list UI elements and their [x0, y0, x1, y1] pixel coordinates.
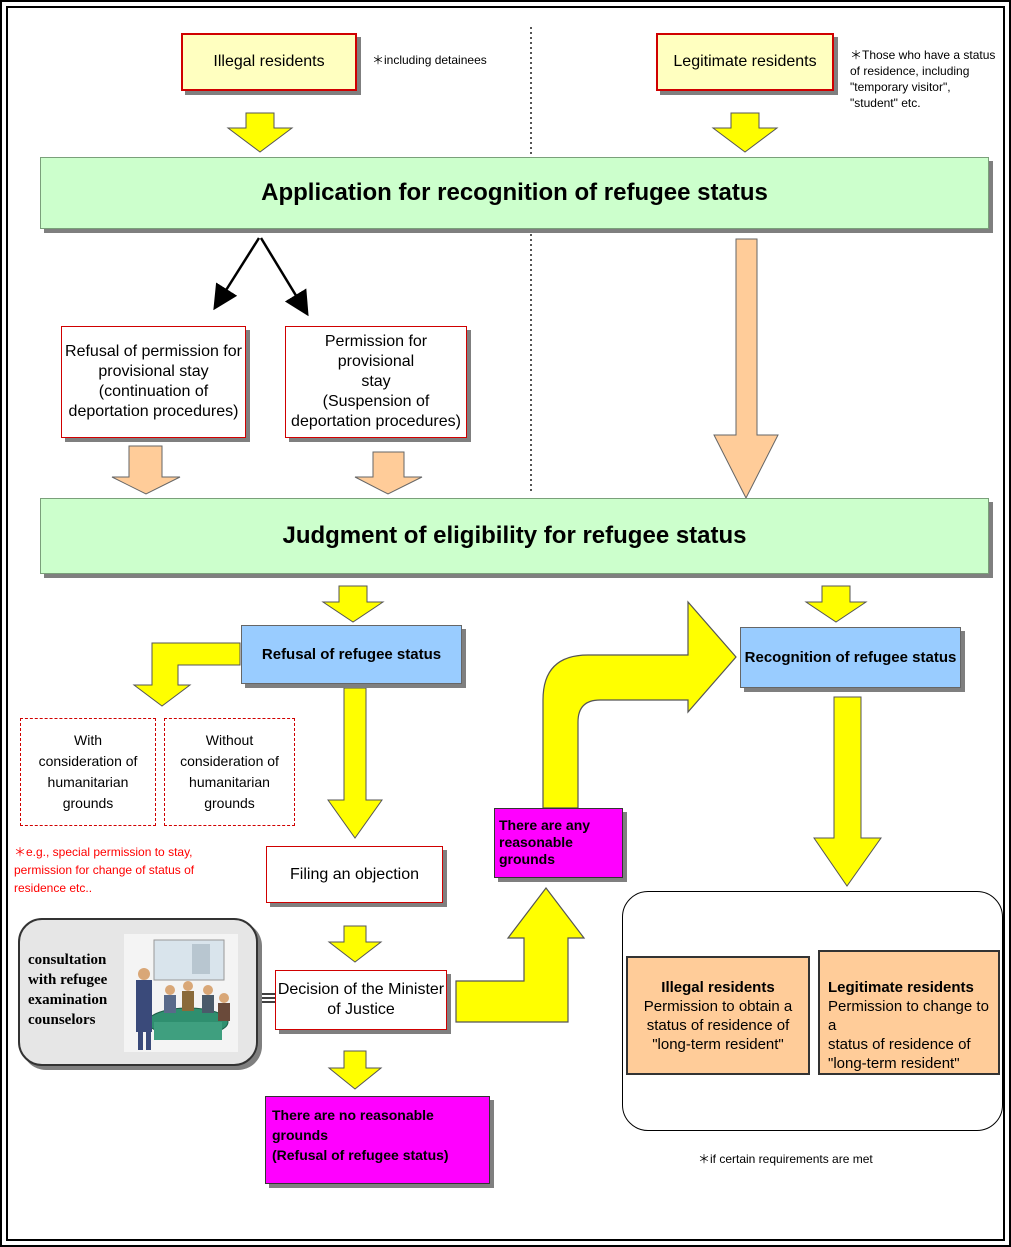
orange-arrow-left: [111, 445, 181, 495]
consultation-label: consultation with refugee examination co…: [28, 950, 128, 1030]
filing-objection-box: Filing an objection: [266, 846, 443, 903]
box-line: There are any: [499, 817, 591, 833]
box-line: Decision of the Minister: [277, 981, 445, 998]
box-line: Permission to change to a: [828, 998, 989, 1034]
note-line: permission for change of status of: [14, 863, 195, 877]
legitimate-residents-box: Legitimate residents: [656, 33, 834, 91]
note-line: "temporary visitor",: [850, 80, 951, 94]
down-arrow-legitimate: [711, 112, 779, 153]
box-line: Permission for provisional: [324, 333, 428, 370]
box-line: Without: [205, 732, 254, 748]
down-arrow-objection: [327, 687, 383, 839]
down-arrow-refusal: [321, 585, 385, 623]
box-line: With: [74, 732, 102, 748]
box-line: (continuation of: [98, 383, 209, 400]
box-line: consideration of: [180, 753, 279, 769]
box-line: provisional stay: [98, 363, 209, 380]
down-arrow-decision: [327, 925, 383, 963]
inner-frame: [6, 6, 1005, 1241]
box-line: Refusal of permission for: [65, 343, 242, 360]
illegal-result-box: Illegal residents Permission to obtain a…: [626, 956, 810, 1075]
box-line: of Justice: [327, 1001, 395, 1018]
refusal-status-box: Refusal of refugee status: [241, 625, 462, 684]
note-line: ＊Those who have a status: [850, 48, 996, 62]
illegal-residents-note: ＊including detainees: [372, 53, 487, 67]
box-line: (Suspension of: [322, 393, 430, 410]
note-line: residence etc..: [14, 881, 93, 895]
box-line: deportation procedures): [68, 403, 239, 420]
box-line: "long-term resident": [652, 1035, 784, 1053]
bent-arrow-decision: [455, 887, 586, 1023]
box-line: with refugee: [28, 972, 108, 988]
box-line: deportation procedures): [291, 413, 461, 430]
permission-provisional-box: Permission for provisional stay (Suspens…: [285, 326, 467, 438]
box-line: consideration of: [38, 753, 138, 769]
no-grounds-box: There are no reasonable grounds (Refusal…: [265, 1096, 490, 1184]
box-line: counselors: [28, 1012, 96, 1028]
with-humanitarian-box: With consideration of humanitarian groun…: [20, 718, 156, 826]
box-line: Permission to obtain a: [643, 997, 793, 1015]
humanitarian-note: ＊e.g., special permission to stay, permi…: [14, 843, 254, 897]
box-line: (Refusal of refugee status): [272, 1147, 449, 1163]
box-line: humanitarian: [47, 774, 129, 790]
decision-minister-box: Decision of the Minister of Justice: [275, 970, 447, 1030]
curved-arrow-recognition: [542, 600, 737, 809]
down-arrow-results: [813, 696, 882, 887]
box-line: examination: [28, 992, 108, 1008]
down-arrow-no-grounds: [327, 1050, 383, 1090]
note-line: ＊e.g., special permission to stay,: [14, 845, 193, 859]
orange-arrow-mid: [354, 451, 423, 495]
split-arrow-left: [213, 237, 261, 311]
results-footnote: ＊if certain requirements are met: [698, 1152, 873, 1166]
box-line: status of residence of: [828, 1036, 971, 1053]
recognition-status-box: Recognition of refugee status: [740, 627, 961, 688]
result-title: Illegal residents: [661, 978, 775, 996]
box-line: There are no reasonable grounds: [272, 1107, 434, 1143]
result-title: Legitimate residents: [828, 979, 974, 996]
orange-arrow-right: [713, 238, 779, 500]
down-arrow-illegal: [226, 112, 294, 153]
split-arrow-right: [259, 237, 309, 317]
application-bar: Application for recognition of refugee s…: [40, 157, 989, 229]
box-line: grounds: [62, 795, 114, 811]
box-line: consultation: [28, 952, 107, 968]
refusal-provisional-box: Refusal of permission for provisional st…: [61, 326, 246, 438]
box-line: grounds: [204, 795, 255, 811]
legit-result-box: Legitimate residents Permission to chang…: [818, 950, 1000, 1075]
illegal-residents-box: Illegal residents: [181, 33, 357, 91]
note-line: of residence, including: [850, 64, 970, 78]
box-line: humanitarian: [189, 774, 270, 790]
box-line: "long-term resident": [828, 1055, 960, 1072]
box-line: reasonable grounds: [499, 834, 573, 867]
legitimate-residents-note: ＊Those who have a status of residence, i…: [850, 47, 1008, 111]
bent-arrow-humanitarian: [132, 642, 241, 707]
note-line: "student" etc.: [850, 96, 921, 110]
without-humanitarian-box: Without consideration of humanitarian gr…: [164, 718, 295, 826]
box-line: status of residence of: [646, 1016, 790, 1034]
any-grounds-box: There are any reasonable grounds: [494, 808, 623, 878]
judgment-bar: Judgment of eligibility for refugee stat…: [40, 498, 989, 574]
meeting-illustration: [124, 934, 238, 1052]
consultation-box: consultation with refugee examination co…: [18, 918, 258, 1066]
down-arrow-recognition: [804, 585, 868, 623]
box-line: stay: [361, 373, 391, 390]
